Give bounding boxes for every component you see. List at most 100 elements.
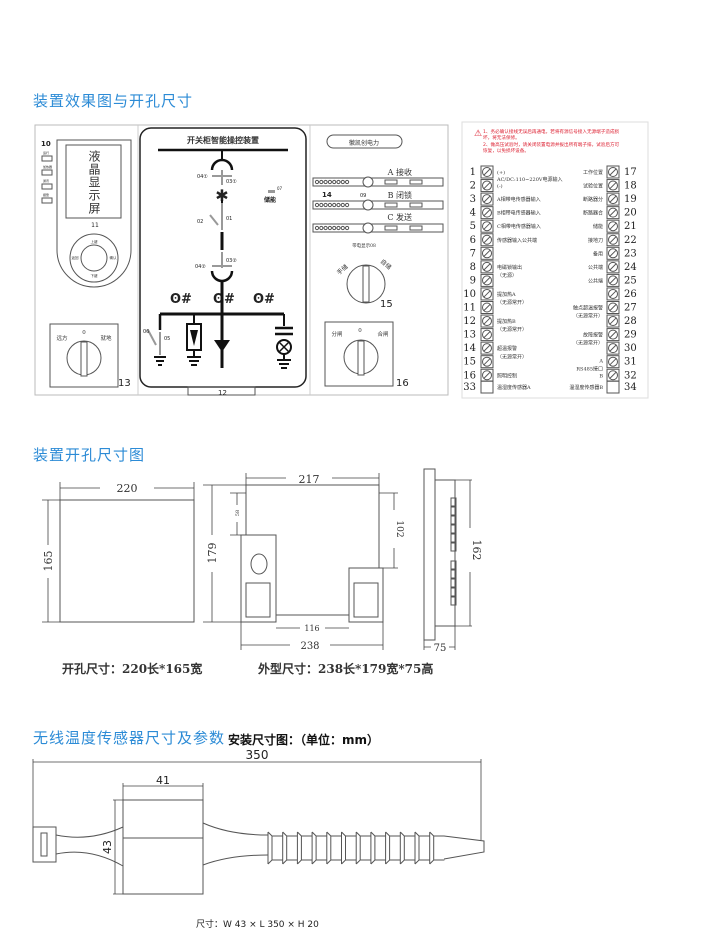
svg-text:07: 07 [277, 186, 283, 191]
sensor-rib [429, 831, 445, 865]
svg-text:03①: 03① [226, 179, 237, 185]
svg-text:运行: 运行 [43, 150, 49, 155]
terminal-number: 25 [624, 275, 637, 286]
sensor-rib [370, 831, 386, 865]
brand-badge [326, 134, 403, 149]
terminal-number: 13 [463, 330, 476, 341]
sensor-rib [385, 831, 401, 865]
side-comb-tooth [450, 524, 457, 534]
terminal-number: 24 [624, 262, 637, 273]
svg-text:分闸: 分闸 [331, 330, 342, 338]
terminal-screw [606, 273, 620, 287]
terminal-label: 公共端 [588, 264, 603, 271]
side-comb-tooth [450, 560, 457, 570]
svg-text:✱: ✱ [215, 186, 228, 205]
terminal-screw [606, 355, 620, 369]
svg-text:116: 116 [304, 624, 319, 633]
terminal-number: 21 [624, 221, 637, 232]
connector-12: 12 [187, 386, 256, 397]
terminal-label: （无源常开） [573, 313, 603, 320]
switch-13[interactable]: 远方 0 就地 13 [49, 323, 131, 389]
key-up[interactable]: 上键 [91, 239, 98, 244]
terminal-screw [480, 206, 494, 220]
terminal-screw [480, 273, 494, 287]
indicator-rows [312, 176, 444, 234]
terminal-screw [606, 179, 620, 193]
sensor-rib [326, 831, 342, 865]
terminal-number: 20 [624, 208, 637, 219]
sensor-rib [311, 831, 327, 865]
side-comb-tooth [450, 542, 457, 552]
terminal-label: 提加热B [497, 318, 516, 325]
terminal-label: A [598, 358, 603, 364]
svg-text:远方: 远方 [56, 334, 68, 342]
terminal-screw [480, 355, 494, 369]
sensor-rib [282, 831, 298, 865]
terminal-screw [606, 165, 620, 179]
svg-text:220: 220 [117, 482, 138, 495]
terminal-number: 9 [470, 275, 476, 286]
terminal-number: 29 [624, 330, 637, 341]
terminal-label: （无源） [497, 272, 517, 279]
terminal-label: 照明控制 [497, 372, 517, 379]
terminal-screw [606, 219, 620, 233]
sensor-rib [399, 831, 415, 865]
warning-2: 2、做高压试验时，请关闭装置电源并拔出所有端子排，试验后方可 [483, 141, 620, 148]
terminal-screw [606, 314, 620, 328]
terminal-screw [606, 192, 620, 206]
terminal-number: 1 [470, 167, 476, 178]
terminal-number: 22 [624, 235, 637, 246]
svg-text:350: 350 [246, 748, 269, 762]
side-comb-tooth [450, 506, 457, 516]
terminal-label: （无源常开） [497, 326, 527, 333]
row-c-label: C 发送 [387, 212, 412, 222]
terminal-label: 温湿度传感器A [497, 384, 531, 391]
key-down[interactable]: 下键 [91, 273, 98, 278]
terminal-number: 33 [463, 382, 476, 393]
terminal-screw [606, 341, 620, 355]
terminal-screw [480, 287, 494, 301]
terminal-screw [480, 328, 494, 342]
svg-text:15: 15 [380, 299, 393, 310]
indicator-lights: 运行 加热器 通讯 报警 [41, 150, 53, 204]
svg-text:01: 01 [226, 216, 232, 222]
svg-text:05: 05 [164, 336, 170, 342]
key-back[interactable]: 返回 [72, 255, 79, 260]
svg-text:ʘ#: ʘ# [213, 292, 235, 307]
terminal-screw [606, 233, 620, 247]
svg-text:03②: 03② [226, 258, 237, 264]
terminal-number: 16 [463, 370, 476, 381]
terminal-label: (-) [497, 183, 503, 190]
panel-title: 开关柜智能操控装置 [187, 135, 259, 145]
terminal-label: 超温报警 [497, 345, 517, 352]
svg-text:12: 12 [218, 389, 227, 397]
heading-sensor: 无线温度传感器尺寸及参数 [33, 729, 226, 747]
wiring-diagram: ⚠ 1、务必确认接线无误后再通电，若将有源信号接入无源端子造成损 坏，将无法保修… [461, 121, 649, 399]
key-ring[interactable]: 上键 下键 返回 确认 [69, 233, 119, 283]
svg-text:报警: 报警 [43, 192, 49, 197]
terminal-label: A相带电传感器输入 [496, 196, 541, 203]
terminal-screw [480, 165, 494, 179]
single-line-diagram: 开关柜智能操控装置 04① 03① ✱ 02 01 04② 03② ʘ# ʘ# … [139, 127, 307, 388]
svg-text:04②: 04② [195, 264, 206, 270]
terminal-label: （无源常开） [573, 340, 603, 347]
terminal-label: C相带电传感器输入 [497, 223, 541, 230]
terminal-label: 工作位置 [583, 169, 603, 176]
key-ok[interactable]: 确认 [110, 255, 117, 260]
terminal-number: 30 [624, 343, 637, 354]
switch-16[interactable]: 分闸 0 合闸 16 [324, 321, 409, 389]
svg-text:217: 217 [299, 473, 320, 486]
terminal-label: B相带电传感器输入 [497, 210, 541, 217]
svg-text:41: 41 [156, 774, 170, 787]
indicator-row [312, 177, 444, 187]
side-view-drawing: 162 75 [423, 468, 483, 654]
sensor-rib [267, 831, 283, 865]
label-11: 11 [91, 222, 99, 229]
terminal-screw [480, 301, 494, 314]
terminal-number: 18 [624, 181, 637, 192]
svg-text:ʘ#: ʘ# [253, 292, 275, 307]
caption-outline: 外型尺寸：238长*179宽*75高 [258, 661, 433, 676]
sensor-rib [414, 831, 430, 865]
terminal-screw [480, 246, 494, 260]
